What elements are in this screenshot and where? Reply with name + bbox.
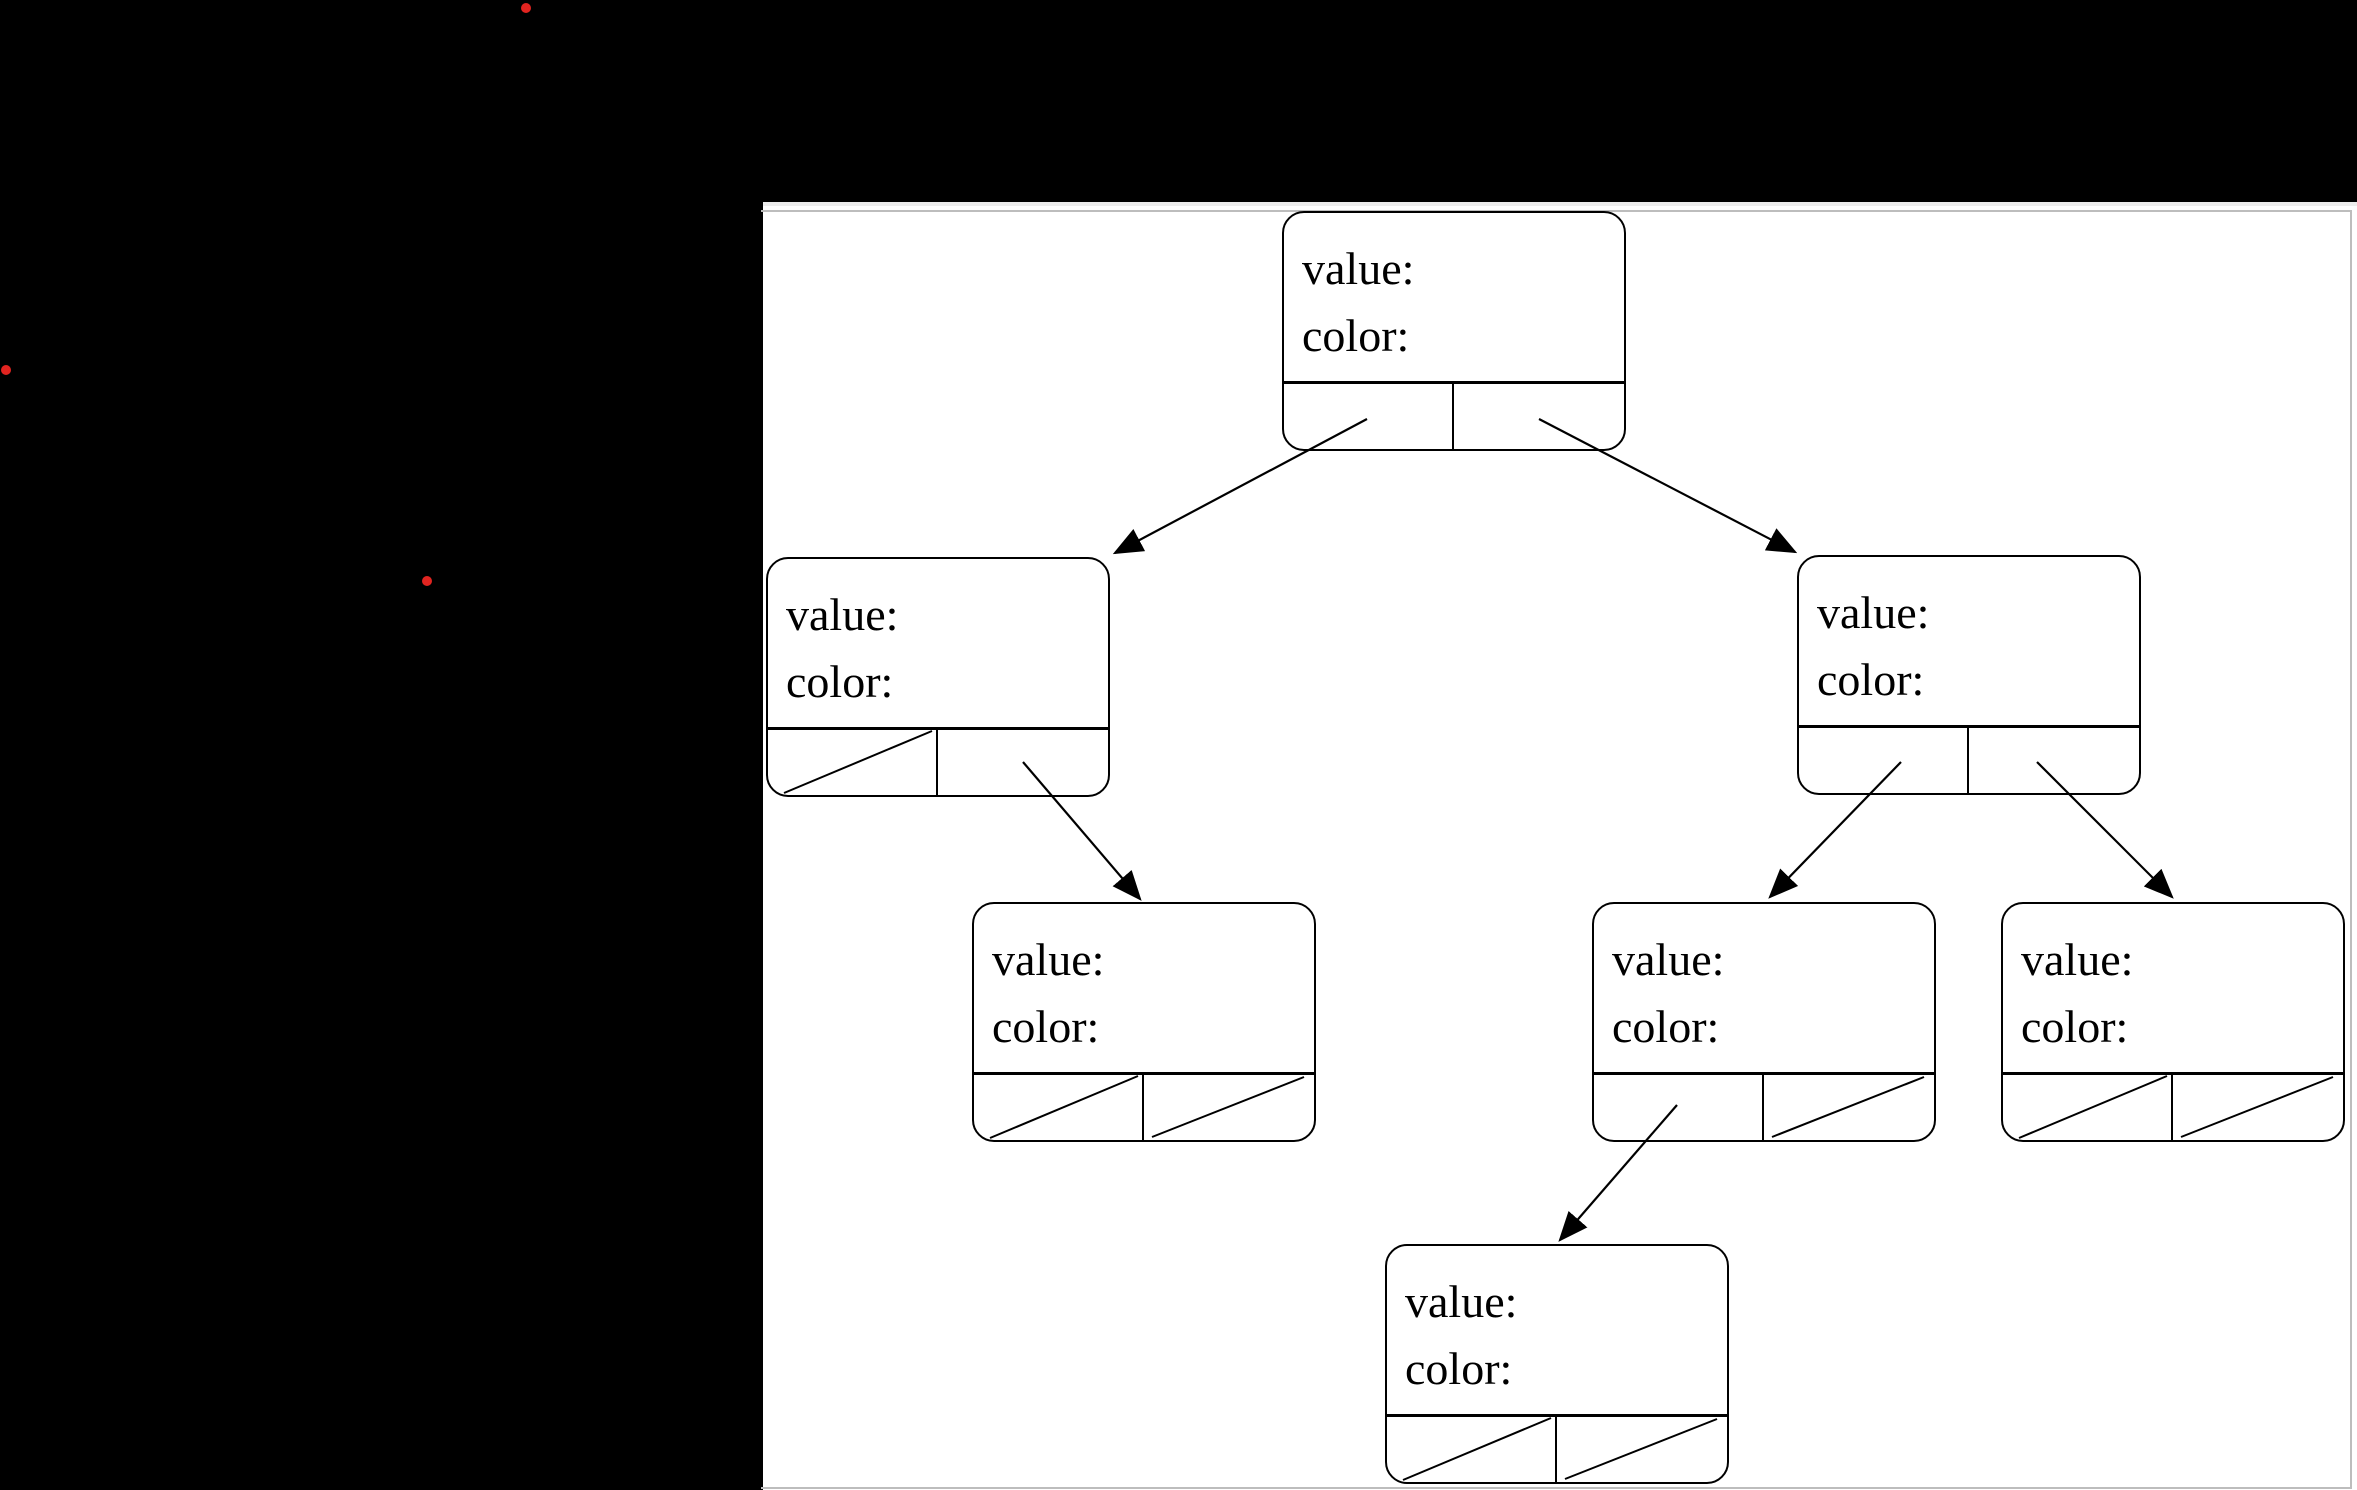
node-fields: value: color: [1594, 904, 1934, 1072]
node-fields: value: color: [974, 904, 1314, 1072]
node-value-label: value: [1612, 934, 1725, 985]
node-right-pointer-cell [1969, 728, 2139, 793]
node-fields: value: color: [1387, 1246, 1727, 1414]
node-fields: value: color: [2003, 904, 2343, 1072]
node-pointer-row [1387, 1414, 1727, 1482]
node-left-pointer-cell [768, 730, 938, 795]
node-left-pointer-cell [1594, 1075, 1764, 1140]
red-dot-1 [521, 3, 531, 13]
node-left-pointer-cell [2003, 1075, 2173, 1140]
node-fields: value: color: [1284, 213, 1624, 381]
node-pointer-row [1594, 1072, 1934, 1140]
tree-node-left-child: value: color: [766, 557, 1110, 797]
tree-node-root: value: color: [1282, 211, 1626, 451]
node-value-label: value: [786, 589, 899, 640]
node-color-label: color: [1612, 1001, 1720, 1052]
node-left-pointer-cell [1284, 384, 1454, 449]
red-dot-2 [1, 365, 11, 375]
node-right-pointer-cell [1454, 384, 1624, 449]
node-right-pointer-cell [1557, 1417, 1727, 1482]
node-color-label: color: [786, 656, 894, 707]
node-left-pointer-cell [1799, 728, 1969, 793]
node-value-label: value: [2021, 934, 2134, 985]
node-color-label: color: [992, 1001, 1100, 1052]
node-pointer-row [1799, 725, 2139, 793]
tree-node-left-right-grandchild: value: color: [972, 902, 1316, 1142]
tree-node-right-child: value: color: [1797, 555, 2141, 795]
tree-node-right-left-grandchild: value: color: [1592, 902, 1936, 1142]
node-pointer-row [768, 727, 1108, 795]
node-pointer-row [1284, 381, 1624, 449]
node-color-label: color: [1817, 654, 1925, 705]
red-dot-3 [422, 576, 432, 586]
node-color-label: color: [1302, 310, 1410, 361]
node-value-label: value: [1302, 243, 1415, 294]
node-right-pointer-cell [1764, 1075, 1934, 1140]
node-fields: value: color: [768, 559, 1108, 727]
node-fields: value: color: [1799, 557, 2139, 725]
node-pointer-row [2003, 1072, 2343, 1140]
node-left-pointer-cell [974, 1075, 1144, 1140]
node-value-label: value: [992, 934, 1105, 985]
node-value-label: value: [1817, 587, 1930, 638]
node-right-pointer-cell [938, 730, 1108, 795]
tree-node-right-left-left-greatgrandchild: value: color: [1385, 1244, 1729, 1484]
node-left-pointer-cell [1387, 1417, 1557, 1482]
node-color-label: color: [1405, 1343, 1513, 1394]
node-pointer-row [974, 1072, 1314, 1140]
node-right-pointer-cell [2173, 1075, 2343, 1140]
node-value-label: value: [1405, 1276, 1518, 1327]
node-right-pointer-cell [1144, 1075, 1314, 1140]
tree-node-right-right-grandchild: value: color: [2001, 902, 2345, 1142]
node-color-label: color: [2021, 1001, 2129, 1052]
